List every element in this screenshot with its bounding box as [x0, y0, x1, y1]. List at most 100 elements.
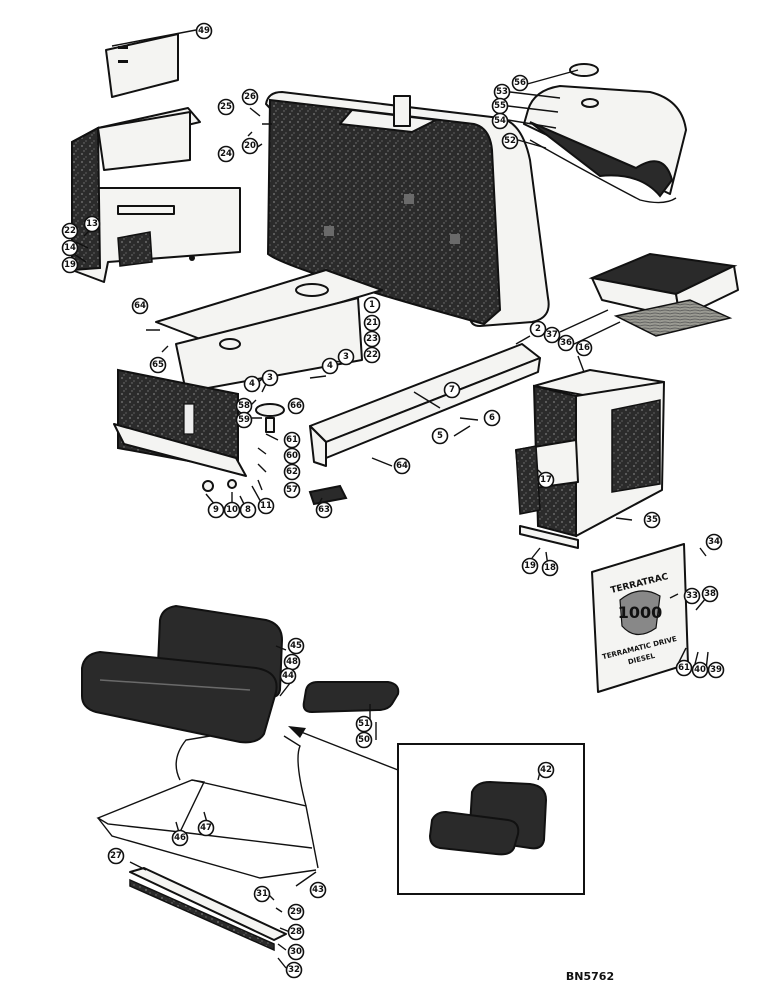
callout: 43 [309, 881, 327, 899]
callout-label: 22 [64, 226, 76, 236]
console-frame-part [515, 369, 665, 549]
callout-label: 24 [220, 149, 232, 159]
callout: 21 [363, 314, 381, 332]
tool-tray-part [588, 252, 739, 337]
callout: 51 [355, 715, 373, 733]
callout: 6 [483, 409, 501, 427]
callout: 5 [431, 427, 449, 445]
callout: 32 [285, 961, 303, 979]
callout: 13 [83, 215, 101, 233]
callout-label: 5 [437, 431, 443, 441]
callout: 20 [241, 137, 259, 155]
callout-label: 66 [290, 401, 302, 411]
callout: 23 [363, 330, 381, 348]
callout-label: 54 [494, 116, 506, 126]
callout-label: 7 [449, 385, 455, 395]
side-panel-part [113, 368, 247, 477]
callout: 58 [235, 397, 253, 415]
callout: 35 [643, 511, 661, 529]
callout-label: 60 [286, 451, 298, 461]
callout: 22 [363, 346, 381, 364]
callout-label: 4 [249, 379, 255, 389]
callout: 2 [529, 320, 547, 338]
callout: 44 [279, 667, 297, 685]
callout: 19 [61, 256, 79, 274]
callout: 10 [223, 501, 241, 519]
callout: 60 [283, 447, 301, 465]
callout: 16 [575, 339, 593, 357]
callout: 28 [287, 923, 305, 941]
callout: 45 [287, 637, 305, 655]
callout: 24 [217, 145, 235, 163]
callout-label: 61 [678, 663, 690, 673]
callout: 46 [171, 829, 189, 847]
callout-label: 2 [535, 324, 541, 334]
callout: 25 [217, 98, 235, 116]
decal-model: 1000 [618, 603, 663, 622]
callout: 56 [511, 74, 529, 92]
callout: 42 [537, 761, 555, 779]
callout-label: 64 [134, 301, 146, 311]
callout: 30 [287, 943, 305, 961]
callout-label: 34 [708, 537, 720, 547]
callout-label: 39 [710, 665, 722, 675]
callout: 57 [283, 481, 301, 499]
callout-label: 62 [286, 467, 298, 477]
callout-label: 65 [152, 360, 164, 370]
callout-label: 19 [64, 260, 76, 270]
callout: 66 [287, 397, 305, 415]
callout-label: 10 [226, 505, 238, 515]
callout-label: 11 [260, 501, 272, 511]
callout: 27 [107, 847, 125, 865]
callout-label: 6 [489, 413, 495, 423]
callout-label: 56 [514, 78, 526, 88]
drawing-code: BN5762 [566, 970, 614, 983]
callout-label: 38 [704, 589, 716, 599]
callout: 49 [195, 22, 213, 40]
callout-label: 16 [578, 343, 590, 353]
callout: 52 [501, 132, 519, 150]
callout-label: 55 [494, 101, 506, 111]
callout-label: 28 [290, 927, 302, 937]
callout-label: 25 [220, 102, 232, 112]
callout: 9 [207, 501, 225, 519]
callout-label: 13 [86, 219, 98, 229]
callout-label: 21 [366, 318, 378, 328]
callout: 3 [337, 348, 355, 366]
callout: 55 [491, 97, 509, 115]
callout: 54 [491, 112, 509, 130]
hardware-parts [202, 403, 348, 506]
callout: 64 [393, 457, 411, 475]
callout-label: 9 [213, 505, 219, 515]
callout: 61 [675, 659, 693, 677]
floor-plate-part [155, 269, 383, 393]
callout: 31 [253, 885, 271, 903]
callout-label: 17 [540, 475, 552, 485]
callout: 61 [283, 431, 301, 449]
callout-label: 20 [244, 141, 256, 151]
callout-label: 36 [560, 338, 572, 348]
callout-label: 27 [110, 851, 122, 861]
callout: 14 [61, 239, 79, 257]
callout-label: 19 [524, 561, 536, 571]
callout-label: 52 [504, 136, 516, 146]
callout-label: 31 [256, 889, 268, 899]
callout-label: 44 [282, 671, 294, 681]
callout: 4 [243, 375, 261, 393]
callout: 1 [363, 296, 381, 314]
callout-label: 23 [366, 334, 378, 344]
callout-label: 45 [290, 641, 302, 651]
callout-label: 14 [64, 243, 76, 253]
callout-label: 42 [540, 765, 552, 775]
callout-label: 64 [396, 461, 408, 471]
callout-label: 3 [343, 352, 349, 362]
callout-label: 18 [544, 563, 556, 573]
callout-label: 1 [369, 300, 375, 310]
callout-label: 47 [200, 823, 212, 833]
callout-label: 43 [312, 885, 324, 895]
callout: 36 [557, 334, 575, 352]
callout: 18 [541, 559, 559, 577]
callout: 50 [355, 731, 373, 749]
callout: 34 [705, 533, 723, 551]
